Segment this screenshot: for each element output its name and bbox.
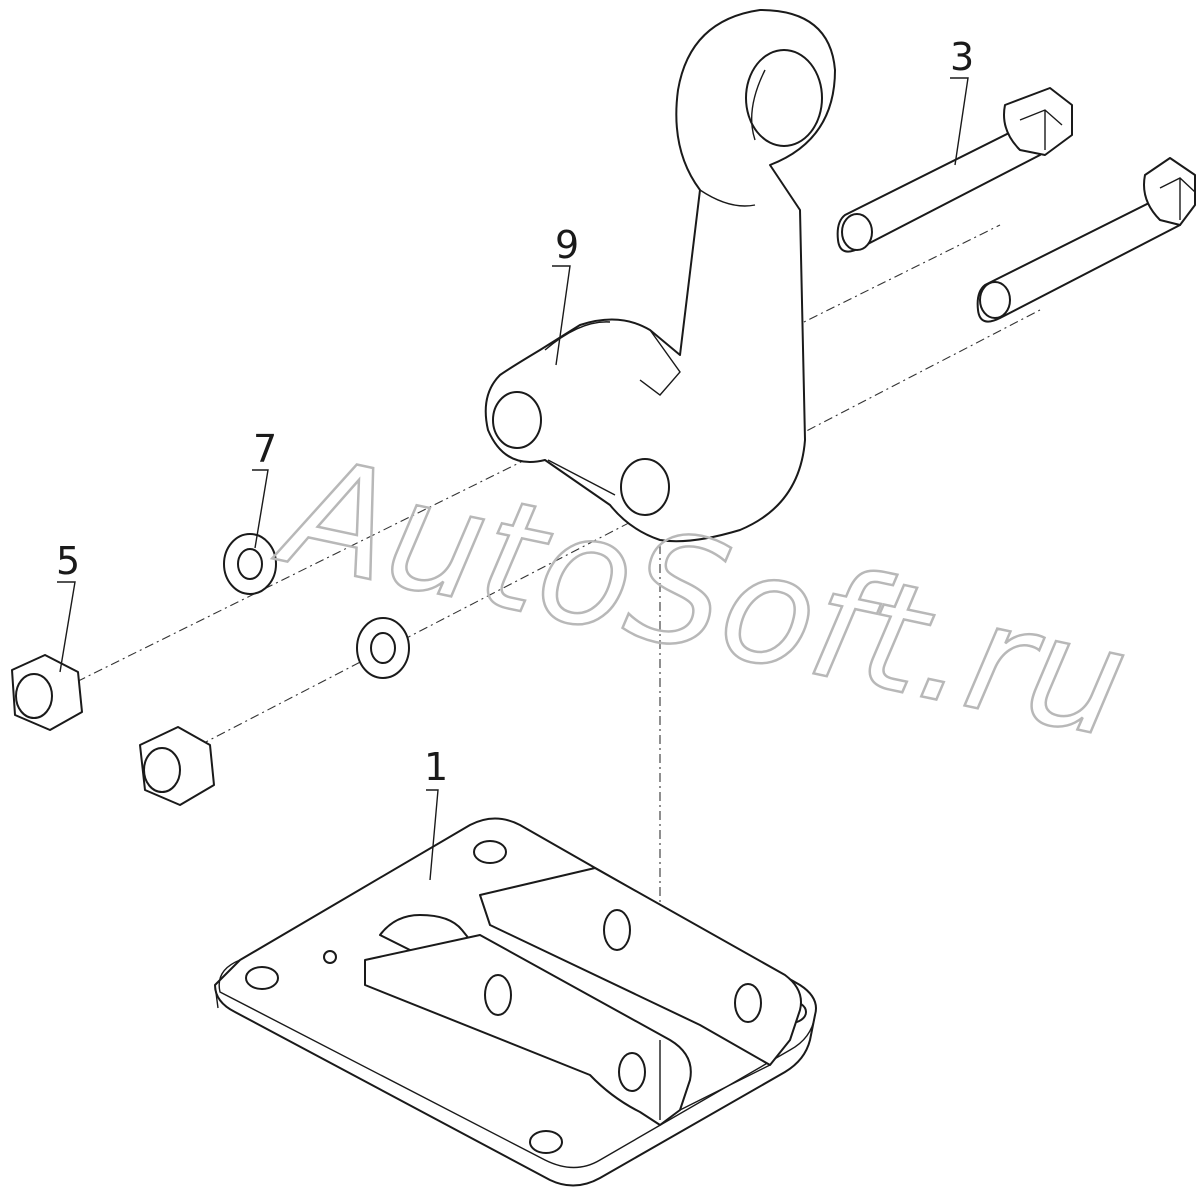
callout-number-3: 3 <box>950 35 974 79</box>
callout-9: 9 <box>552 223 579 366</box>
callout-number-1: 1 <box>424 745 448 789</box>
callout-1: 1 <box>424 745 448 881</box>
callout-7: 7 <box>252 427 277 549</box>
axis-lower-bolt <box>199 309 1041 746</box>
callout-number-5: 5 <box>56 539 80 583</box>
bolts-part-3 <box>836 87 1196 323</box>
arm-part-9 <box>484 9 836 543</box>
washers-part-7 <box>223 533 410 679</box>
callout-number-7: 7 <box>253 427 277 471</box>
base-plate-part-1 <box>214 817 817 1187</box>
callout-5: 5 <box>56 539 80 673</box>
callout-number-9: 9 <box>555 223 579 267</box>
callout-3: 3 <box>950 35 974 166</box>
axis-upper-bolt <box>59 224 1001 691</box>
nuts-part-5 <box>11 654 215 806</box>
